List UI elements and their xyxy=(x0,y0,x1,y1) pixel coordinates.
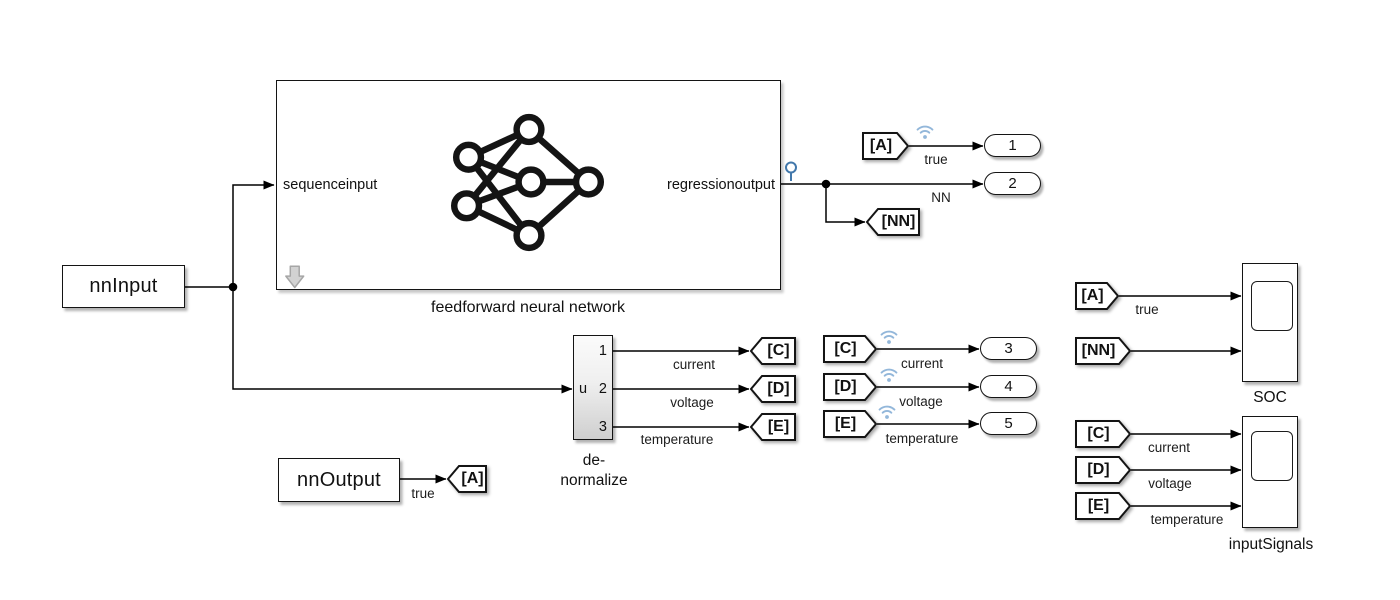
wire-label-true-top: true xyxy=(924,152,948,167)
from-tag-c-inputsignals-label: [C] xyxy=(1087,425,1110,442)
inputsignals-scope-block[interactable] xyxy=(1242,416,1298,528)
goto-tag-e-label: [E] xyxy=(767,418,790,435)
from-tag-c-label: [C] xyxy=(834,340,857,357)
denormalize-caption-line2: normalize xyxy=(560,472,628,489)
wifi-icon xyxy=(878,405,896,420)
outport-1[interactable]: 1 xyxy=(984,134,1041,157)
denorm-port2-label: 2 xyxy=(598,381,607,397)
goto-tag-d[interactable]: [D] xyxy=(750,375,797,403)
wifi-icon xyxy=(916,125,934,140)
network-caption: feedforward neural network xyxy=(431,299,625,316)
goto-tag-c[interactable]: [C] xyxy=(750,337,797,365)
from-tag-a-soc-label: [A] xyxy=(1081,287,1104,304)
outport-5[interactable]: 5 xyxy=(980,412,1037,435)
gray-down-arrow-icon xyxy=(285,265,305,289)
nnoutput-block[interactable]: nnOutput xyxy=(278,458,400,502)
denorm-input-label: u xyxy=(579,381,588,397)
outport-2-label: 2 xyxy=(1008,175,1017,192)
wire-label-temperature-mid: temperature xyxy=(885,431,959,446)
wire-label-true-soc: true xyxy=(1135,302,1159,317)
wire-to-sequenceinput[interactable] xyxy=(232,180,275,287)
wire-label-current-mid: current xyxy=(900,356,944,371)
wire-label-voltage-inputsignals: voltage xyxy=(1148,476,1192,491)
denorm-port1-label: 1 xyxy=(598,343,607,359)
wire-label-true-nnoutput: true xyxy=(411,486,435,501)
from-tag-e-inputsignals-label: [E] xyxy=(1087,497,1110,514)
goto-tag-nn[interactable]: [NN] xyxy=(866,208,921,236)
wire-label-voltage-mid: voltage xyxy=(899,394,943,409)
from-tag-nn-soc[interactable]: [NN] xyxy=(1075,337,1132,365)
nninput-block[interactable]: nnInput xyxy=(62,265,185,308)
outport-1-label: 1 xyxy=(1008,137,1017,154)
goto-tag-a-bottom-label: [A] xyxy=(461,470,484,487)
from-tag-a-top-label: [A] xyxy=(869,137,893,154)
outport-3-label: 3 xyxy=(1004,340,1013,357)
soc-scope-block[interactable] xyxy=(1242,263,1298,382)
nnoutput-label: nnOutput xyxy=(297,468,381,491)
wire-label-nn: NN xyxy=(931,190,951,205)
wire-label-current-inputsignals: current xyxy=(1147,440,1191,455)
wifi-icon xyxy=(880,330,898,345)
from-tag-nn-soc-label: [NN] xyxy=(1081,342,1116,359)
outport-5-label: 5 xyxy=(1004,415,1013,432)
nninput-label: nnInput xyxy=(89,275,158,297)
outport-4[interactable]: 4 xyxy=(980,375,1037,398)
from-tag-c-inputsignals[interactable]: [C] xyxy=(1075,420,1132,448)
wire-label-temperature-denorm: temperature xyxy=(640,432,714,447)
from-tag-d-inputsignals-label: [D] xyxy=(1087,461,1110,478)
branch-dot xyxy=(228,282,238,292)
regressionoutput-port-label: regressionoutput xyxy=(666,177,775,193)
from-tag-d-inputsignals[interactable]: [D] xyxy=(1075,456,1132,484)
goto-tag-c-label: [C] xyxy=(767,342,790,359)
denormalize-block[interactable]: u 1 2 3 xyxy=(573,335,613,440)
goto-tag-d-label: [D] xyxy=(767,380,790,397)
predict-block[interactable]: sequenceinput regressionoutput xyxy=(276,80,781,290)
from-tag-e-label: [E] xyxy=(834,415,857,432)
branch-dot xyxy=(821,179,831,189)
from-tag-d[interactable]: [D] xyxy=(823,373,878,401)
goto-tag-nn-label: [NN] xyxy=(881,213,916,230)
from-tag-d-label: [D] xyxy=(834,378,857,395)
sequenceinput-port-label: sequenceinput xyxy=(283,177,378,193)
wire-label-voltage-denorm: voltage xyxy=(670,395,714,410)
denormalize-caption-line1: de- xyxy=(582,452,606,469)
denormalize-caption: de- normalize xyxy=(560,451,627,491)
outport-4-label: 4 xyxy=(1004,378,1013,395)
from-tag-e-inputsignals[interactable]: [E] xyxy=(1075,492,1132,520)
wire-label-current-denorm: current xyxy=(672,357,716,372)
scope-screen-icon xyxy=(1251,281,1293,331)
from-tag-a-soc[interactable]: [A] xyxy=(1075,282,1120,310)
wire-to-denormalize[interactable] xyxy=(232,287,573,394)
testpoint-icon xyxy=(785,161,797,181)
outport-2[interactable]: 2 xyxy=(984,172,1041,195)
goto-tag-e[interactable]: [E] xyxy=(750,413,797,441)
from-tag-a-top[interactable]: [A] xyxy=(862,132,910,160)
soc-scope-caption: SOC xyxy=(1253,389,1287,406)
denorm-port3-label: 3 xyxy=(598,419,607,435)
goto-tag-a-bottom[interactable]: [A] xyxy=(447,465,488,493)
neural-network-icon xyxy=(285,113,605,289)
scope-screen-icon xyxy=(1251,431,1293,481)
outport-3[interactable]: 3 xyxy=(980,337,1037,360)
wifi-icon xyxy=(880,368,898,383)
wire-label-temperature-inputsignals: temperature xyxy=(1150,512,1224,527)
wire-branch-to-goto-nn[interactable] xyxy=(825,184,866,227)
inputsignals-scope-caption: inputSignals xyxy=(1228,536,1314,553)
from-tag-c[interactable]: [C] xyxy=(823,335,878,363)
from-tag-e[interactable]: [E] xyxy=(823,410,878,438)
